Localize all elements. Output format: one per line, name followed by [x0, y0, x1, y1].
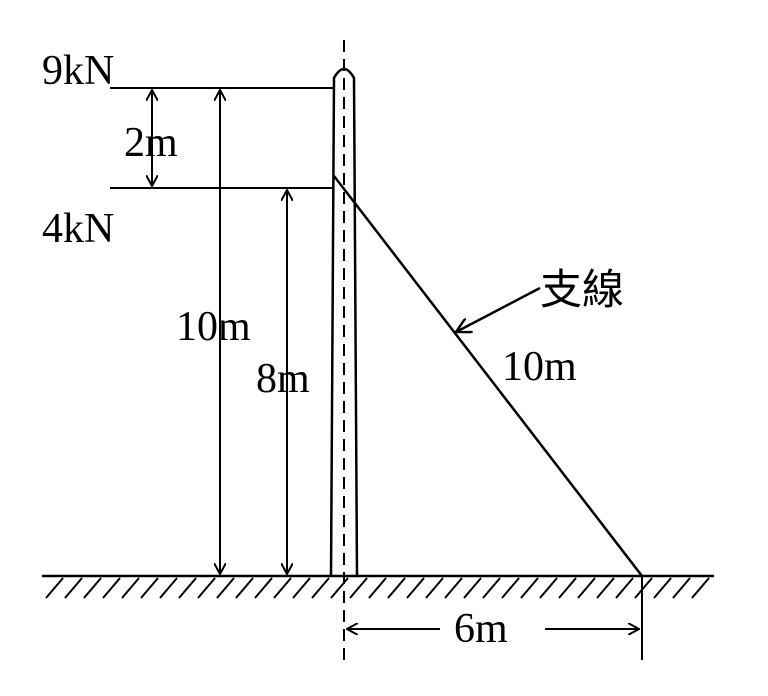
ground-hatch-mark — [558, 577, 577, 599]
ground-hatch-mark — [121, 577, 140, 599]
dimension-10m-label: 10m — [176, 304, 251, 350]
ground-hatch-mark — [216, 577, 235, 599]
ground-hatch-mark — [387, 577, 406, 599]
ground-hatch-mark — [482, 577, 501, 599]
ground-hatch-mark — [539, 577, 558, 599]
ground-hatch-mark — [254, 577, 273, 599]
ground-hatch-mark — [311, 577, 330, 599]
guy-wire-leader-arrow — [456, 286, 541, 332]
ground-hatch-mark — [197, 577, 216, 599]
guy-wire-length-label: 10m — [502, 344, 577, 390]
ground-hatch-mark — [349, 577, 368, 599]
ground-hatch-mark — [691, 577, 710, 599]
ground-hatch-mark — [520, 577, 539, 599]
ground-hatch-mark — [64, 577, 83, 599]
dimension-2m-label: 2m — [124, 120, 178, 166]
ground-hatch-mark — [140, 577, 159, 599]
ground-hatch-mark — [45, 577, 64, 599]
ground-hatch-mark — [615, 577, 634, 599]
guy-wire — [333, 175, 643, 577]
ground-hatch-mark — [159, 577, 178, 599]
ground-hatch-mark — [463, 577, 482, 599]
ground-hatch-mark — [292, 577, 311, 599]
dimension-8m-label: 8m — [256, 356, 310, 402]
ground-hatch-mark — [444, 577, 463, 599]
ground-hatch-mark — [577, 577, 596, 599]
ground-hatch-mark — [596, 577, 615, 599]
force-4kn-label: 4kN — [42, 206, 114, 252]
ground-hatching — [45, 577, 710, 599]
ground-hatch-mark — [425, 577, 444, 599]
force-9kn-label: 9kN — [42, 48, 114, 94]
ground-hatch-mark — [235, 577, 254, 599]
guy-wire-label: 支線 — [540, 268, 624, 314]
ground-hatch-mark — [273, 577, 292, 599]
ground-hatch-mark — [83, 577, 102, 599]
ground-hatch-mark — [178, 577, 197, 599]
ground-hatch-mark — [501, 577, 520, 599]
dimension-6m-label: 6m — [454, 606, 508, 652]
ground-hatch-mark — [330, 577, 349, 599]
ground-hatch-mark — [634, 577, 653, 599]
ground-hatch-mark — [406, 577, 425, 599]
ground-hatch-mark — [653, 577, 672, 599]
ground-hatch-mark — [102, 577, 121, 599]
ground-hatch-mark — [672, 577, 691, 599]
ground-hatch-mark — [368, 577, 387, 599]
